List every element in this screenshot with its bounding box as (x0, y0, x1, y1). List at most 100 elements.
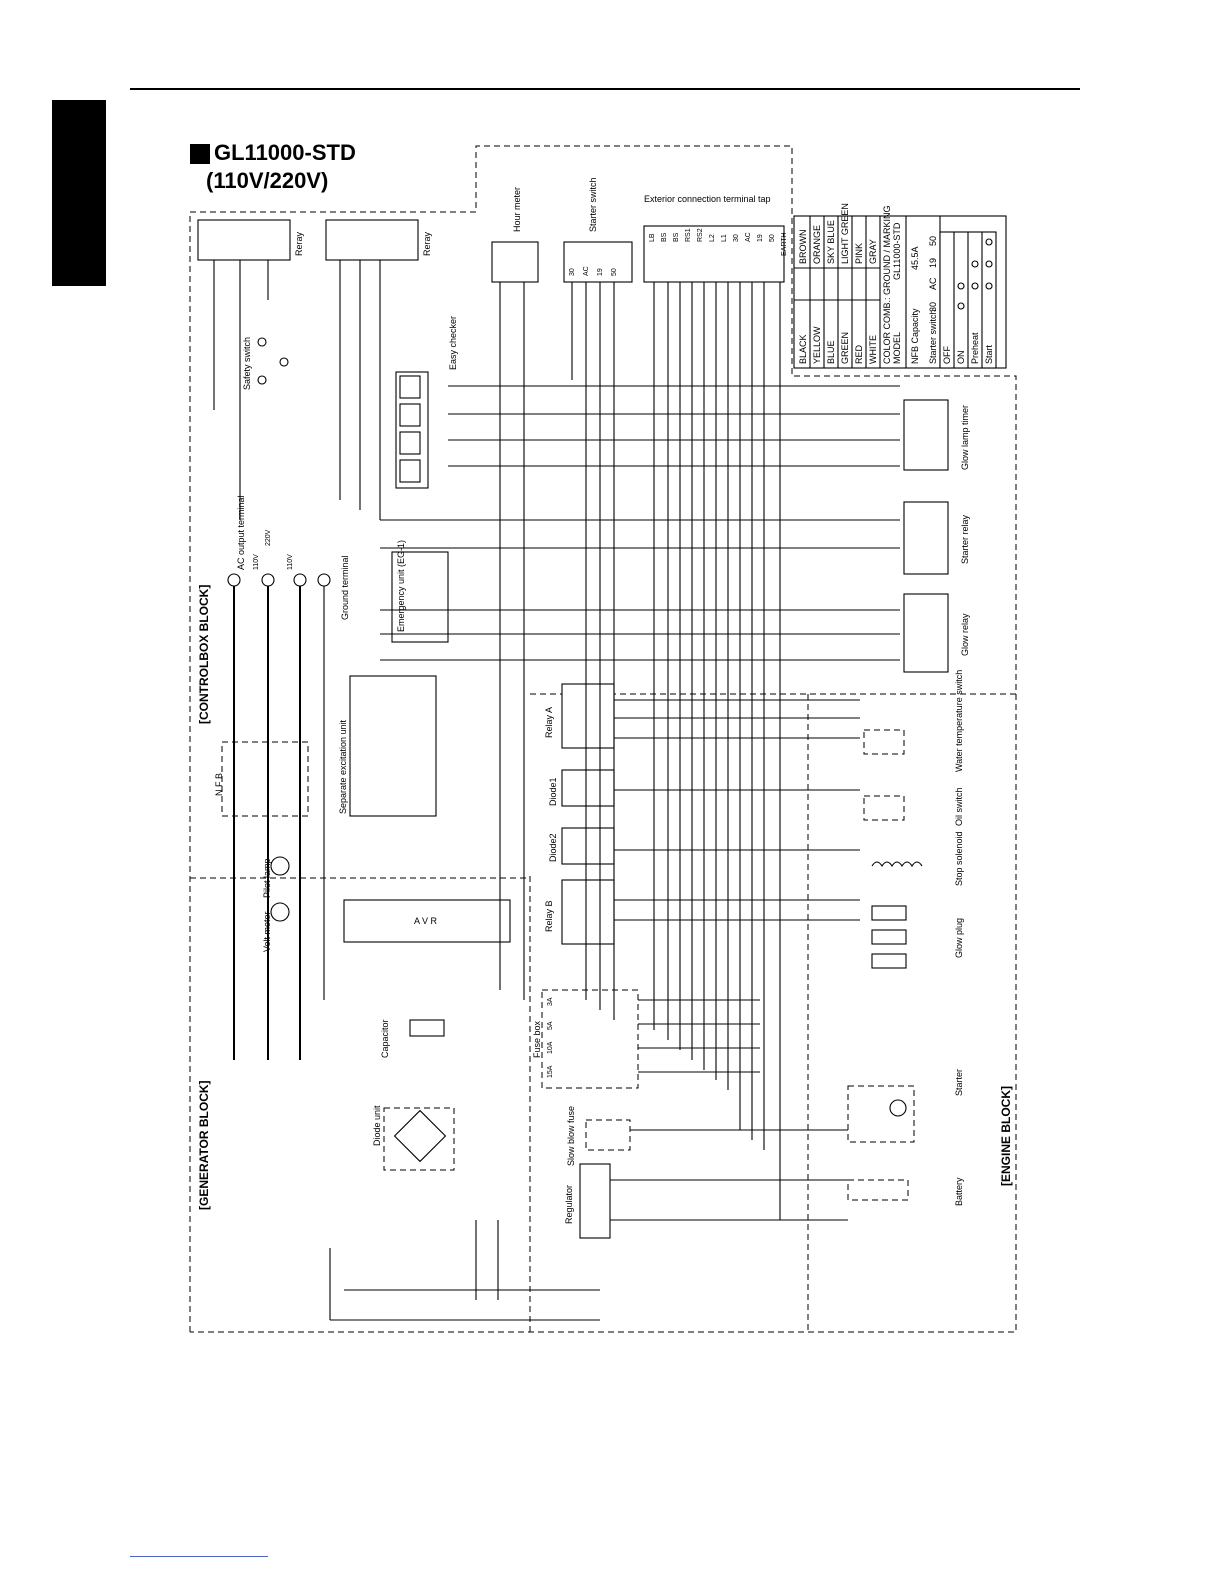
glow-plug: Glow plug (871, 905, 964, 969)
color-black: BLACK (798, 334, 808, 364)
svg-text:50: 50 (611, 268, 618, 276)
avr: A V R (343, 899, 511, 943)
svg-text:Capacitor: Capacitor (380, 1019, 390, 1058)
svg-text:Diode2: Diode2 (548, 833, 558, 862)
reray-a: Reray (197, 219, 304, 261)
engine-block-label: [ENGINE BLOCK] (999, 1086, 1013, 1186)
row-on: ON (956, 351, 966, 365)
svg-text:110V: 110V (253, 554, 260, 570)
svg-text:RS2: RS2 (697, 228, 704, 242)
color-sky-blue: SKY BLUE (826, 220, 836, 264)
svg-text:Starter: Starter (954, 1069, 964, 1096)
diode1: Diode1 (548, 769, 615, 807)
page-subtitle: (110V/220V) (206, 168, 329, 193)
svg-text:Fuse box: Fuse box (532, 1020, 542, 1058)
svg-text:Relay B: Relay B (544, 900, 554, 932)
svg-text:L2: L2 (709, 234, 716, 242)
exterior-terminal-tap: Exterior connection terminal tap (643, 194, 785, 283)
terminal-tap-labels: LB BS BS RS1 RS2 L2 L1 30 AC 19 50 EARTH… (569, 228, 788, 276)
water-temperature-switch: Water temperature switch (863, 670, 964, 772)
svg-text:Starter relay: Starter relay (960, 514, 970, 564)
svg-text:Ground terminal: Ground terminal (340, 555, 350, 620)
emergency-unit: Emergency unit (EG-1) (391, 540, 449, 643)
page-title: GL11000-STD (214, 140, 356, 165)
row-preheat: Preheat (970, 332, 980, 364)
svg-text:BS: BS (673, 232, 680, 242)
svg-text:110V: 110V (287, 554, 294, 570)
capacitor: Capacitor (380, 1019, 445, 1058)
svg-text:Diode1: Diode1 (548, 777, 558, 806)
section-tab (52, 100, 106, 286)
glow-relay: Glow relay (903, 593, 970, 673)
svg-text:Glow plug: Glow plug (954, 918, 964, 958)
safety-switch: Safety switch (242, 337, 289, 390)
diagram-boundary (189, 145, 1017, 1333)
reray-b: Reray (325, 219, 432, 261)
col-19: 19 (928, 258, 938, 268)
svg-text:Regulator: Regulator (564, 1185, 574, 1224)
svg-text:Relay A: Relay A (544, 707, 554, 738)
svg-text:Glow lamp timer: Glow lamp timer (960, 405, 970, 470)
glow-lamp-timer: Glow lamp timer (903, 399, 970, 471)
controlbox-block-label: [CONTROLBOX BLOCK] (197, 585, 211, 724)
wiring (213, 260, 900, 1321)
svg-text:EARTH: EARTH (781, 232, 788, 256)
svg-text:N F B: N F B (214, 773, 224, 796)
svg-text:AC: AC (583, 266, 590, 276)
model-label: MODEL (892, 332, 902, 364)
nfb: N F B (214, 741, 309, 817)
svg-text:3A: 3A (547, 997, 554, 1006)
svg-text:RS1: RS1 (685, 228, 692, 242)
svg-text:10A: 10A (547, 1041, 554, 1054)
color-pink: PINK (854, 243, 864, 264)
svg-text:Battery: Battery (954, 1177, 964, 1206)
svg-text:Safety switch: Safety switch (242, 337, 252, 390)
separate-excitation-unit: Separate excitation unit (338, 675, 437, 817)
svg-text:30: 30 (733, 234, 740, 242)
relay-a: Relay A (544, 683, 615, 749)
svg-text:AC: AC (745, 232, 752, 242)
easy-checker: Easy checker (395, 316, 458, 489)
col-30: 30 (928, 302, 938, 312)
color-orange: ORANGE (812, 225, 822, 264)
relay-b: Relay B (544, 879, 615, 945)
title-bullet (190, 144, 210, 164)
row-off: OFF (942, 346, 952, 364)
svg-text:Hour meter: Hour meter (512, 187, 522, 232)
svg-text:Reray: Reray (422, 231, 432, 256)
svg-text:19: 19 (757, 234, 764, 242)
svg-text:AC output terminal: AC output terminal (236, 495, 246, 570)
color-comb-note: COLOR COMB.: GROUND / MARKING (882, 205, 892, 364)
row-start: Start (984, 344, 994, 364)
fuse-box: Fuse box 3A 5A 10A 15A (532, 989, 639, 1089)
stop-solenoid: Stop solenoid (871, 831, 964, 886)
hour-meter: Hour meter (491, 187, 539, 283)
svg-text:Emergency unit (EG-1): Emergency unit (EG-1) (396, 540, 406, 632)
starter-motor: Starter (847, 1069, 964, 1143)
color-gray: GRAY (868, 239, 878, 264)
color-green: GREEN (840, 332, 850, 364)
col-50: 50 (928, 236, 938, 246)
nfb-capacity-label: NFB Capacity (910, 308, 920, 364)
svg-text:Stop solenoid: Stop solenoid (954, 831, 964, 886)
svg-text:A V R: A V R (414, 916, 438, 926)
starter-switch: Starter switch (563, 177, 633, 283)
svg-text:5A: 5A (547, 1021, 554, 1030)
color-yellow: YELLOW (812, 326, 822, 364)
color-white: WHITE (868, 335, 878, 364)
svg-text:Water temperature switch: Water temperature switch (954, 670, 964, 772)
ground-terminal: Ground terminal (340, 555, 350, 620)
svg-text:50: 50 (769, 234, 776, 242)
svg-text:Slow blow fuse: Slow blow fuse (566, 1106, 576, 1166)
svg-text:Glow relay: Glow relay (960, 613, 970, 656)
svg-text:LB: LB (649, 233, 656, 242)
svg-text:30: 30 (569, 268, 576, 276)
starter-relay: Starter relay (903, 501, 970, 575)
starter-table-title: Starter switch (928, 309, 938, 364)
oil-switch: Oil switch (863, 787, 964, 826)
svg-text:19: 19 (597, 268, 604, 276)
svg-text:15A: 15A (547, 1065, 554, 1078)
svg-text:Diode unit: Diode unit (372, 1105, 382, 1146)
col-ac: AC (928, 277, 938, 290)
